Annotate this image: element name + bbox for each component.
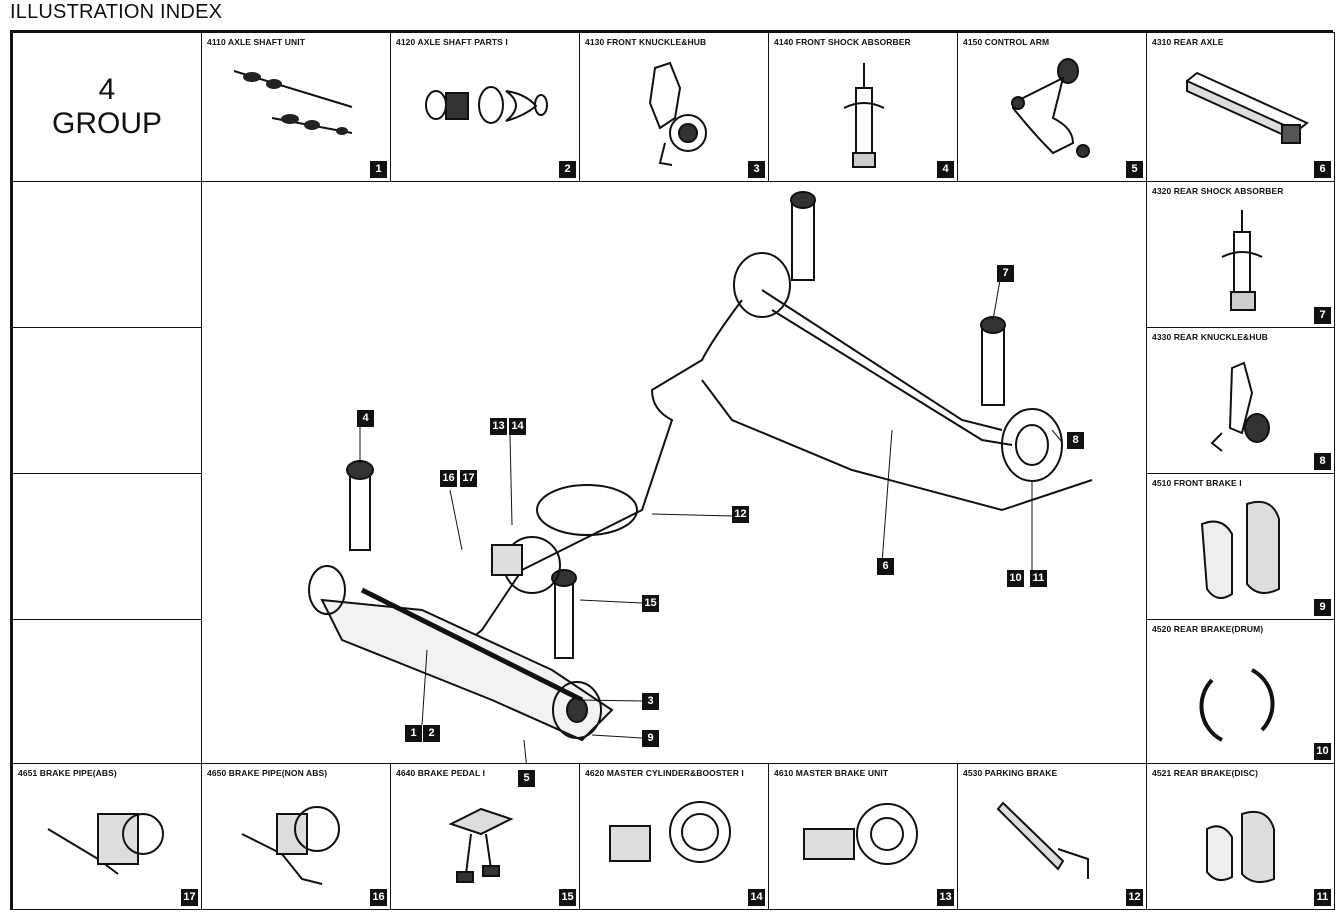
index-number-tag: 3	[748, 161, 765, 178]
cell-title: 4310 REAR AXLE	[1152, 37, 1224, 47]
chassis-illustration: 4 13 14 16 17 7 8 6 12 10 11 15 3 9 5 1 …	[202, 180, 1147, 787]
cell-title: 4110 AXLE SHAFT UNIT	[207, 37, 306, 47]
callout-rear-brake-drum[interactable]: 10	[1007, 570, 1024, 587]
index-number-tag: 6	[1314, 161, 1331, 178]
rear-shock-absorber-icon	[1221, 210, 1263, 311]
index-cell-front-brake[interactable]: 4510 FRONT BRAKE I 9	[1146, 473, 1335, 620]
index-cell-axle-shaft-parts[interactable]: 4120 AXLE SHAFT PARTS I 2	[390, 32, 580, 182]
callout-front-knuckle-hub[interactable]: 3	[642, 693, 659, 710]
callout-master-brake-unit[interactable]: 13	[490, 418, 507, 435]
index-number-tag: 2	[559, 161, 576, 178]
callout-axle-shaft-unit[interactable]: 1	[405, 725, 422, 742]
cell-title: 4150 CONTROL ARM	[963, 37, 1050, 47]
index-number-tag: 16	[370, 889, 387, 906]
index-number-tag: 17	[181, 889, 198, 906]
index-cell-parking-brake[interactable]: 4530 PARKING BRAKE 12	[957, 763, 1147, 910]
cell-title: 4640 BRAKE PEDAL I	[396, 768, 486, 778]
cell-title: 4120 AXLE SHAFT PARTS I	[396, 37, 508, 47]
index-frame: 4 GROUP 4110 AXLE SHAFT UNIT 1 4120 AXLE…	[10, 30, 1335, 910]
index-cell-master-cylinder-booster[interactable]: 4620 MASTER CYLINDER&BOOSTER I 14	[579, 763, 769, 910]
callout-control-arm[interactable]: 5	[518, 770, 535, 787]
rear-brake-disc-pads-icon	[1206, 810, 1275, 884]
control-arm-icon	[1011, 58, 1090, 158]
index-number-tag: 1	[370, 161, 387, 178]
parking-brake-icon	[996, 801, 1089, 879]
group-box: 4 GROUP	[12, 32, 202, 182]
cell-title: 4520 REAR BRAKE(DRUM)	[1152, 624, 1264, 634]
group-number: 4	[98, 73, 116, 106]
index-number-tag: 14	[748, 889, 765, 906]
callout-front-brake[interactable]: 9	[642, 730, 659, 747]
group-label: GROUP	[51, 107, 162, 140]
master-brake-unit-icon	[803, 803, 918, 865]
index-cell-rear-brake-drum[interactable]: 4520 REAR BRAKE(DRUM) 10	[1146, 619, 1335, 764]
brake-pipe-non-abs-icon	[241, 806, 340, 885]
cell-title: 4530 PARKING BRAKE	[963, 768, 1058, 778]
cell-title: 4510 FRONT BRAKE I	[1152, 478, 1242, 488]
callout-brake-pipe-abs[interactable]: 17	[460, 470, 477, 487]
index-cell-axle-shaft-unit[interactable]: 4110 AXLE SHAFT UNIT 1	[201, 32, 391, 182]
chassis-drawing	[308, 191, 1093, 764]
callout-master-cylinder-booster[interactable]: 14	[509, 418, 526, 435]
index-cell-brake-pedal[interactable]: 4640 BRAKE PEDAL I 15	[390, 763, 580, 910]
empty-cell	[12, 473, 202, 620]
index-number-tag: 7	[1314, 307, 1331, 324]
brake-pipe-abs-icon	[47, 813, 164, 875]
index-number-tag: 4	[937, 161, 954, 178]
rear-brake-drum-shoes-icon	[1199, 668, 1275, 742]
brake-pedal-icon	[448, 807, 514, 883]
index-cell-rear-brake-disc[interactable]: 4521 REAR BRAKE(DISC) 11	[1146, 763, 1335, 910]
index-cell-rear-shock-absorber[interactable]: 4320 REAR SHOCK ABSORBER 7	[1146, 181, 1335, 328]
callout-brake-pipe-non-abs[interactable]: 16	[440, 470, 457, 487]
cell-title: 4521 REAR BRAKE(DISC)	[1152, 768, 1259, 778]
empty-cell	[12, 619, 202, 764]
front-shock-absorber-icon	[843, 63, 885, 168]
callout-front-shock-absorber[interactable]: 4	[357, 410, 374, 427]
index-number-tag: 10	[1314, 743, 1331, 760]
index-number-tag: 15	[559, 889, 576, 906]
index-number-tag: 5	[1126, 161, 1143, 178]
front-knuckle-hub-icon	[648, 61, 707, 166]
index-number-tag: 12	[1126, 889, 1143, 906]
index-cell-front-shock-absorber[interactable]: 4140 FRONT SHOCK ABSORBER 4	[768, 32, 958, 182]
index-number-tag: 11	[1314, 889, 1331, 906]
empty-cell	[12, 327, 202, 474]
page-title: ILLUSTRATION INDEX	[10, 1, 223, 23]
index-cell-master-brake-unit[interactable]: 4610 MASTER BRAKE UNIT 13	[768, 763, 958, 910]
index-number-tag: 13	[937, 889, 954, 906]
cell-title: 4620 MASTER CYLINDER&BOOSTER I	[585, 768, 744, 778]
index-cell-brake-pipe-abs[interactable]: 4651 BRAKE PIPE(ABS) 17	[12, 763, 202, 910]
index-cell-control-arm[interactable]: 4150 CONTROL ARM 5	[957, 32, 1147, 182]
axle-shaft-parts-icon	[425, 86, 548, 124]
index-cell-rear-axle[interactable]: 4310 REAR AXLE 6	[1146, 32, 1335, 182]
rear-knuckle-hub-icon	[1210, 361, 1270, 452]
callout-rear-shock-absorber[interactable]: 7	[997, 265, 1014, 282]
index-cell-front-knuckle-hub[interactable]: 4130 FRONT KNUCKLE&HUB 3	[579, 32, 769, 182]
callout-rear-axle[interactable]: 6	[877, 558, 894, 575]
callout-brake-pedal[interactable]: 15	[642, 595, 659, 612]
cell-title: 4130 FRONT KNUCKLE&HUB	[585, 37, 707, 47]
axle-shaft-unit-icon	[233, 70, 353, 135]
cell-title: 4651 BRAKE PIPE(ABS)	[18, 768, 117, 778]
index-cell-rear-knuckle-hub[interactable]: 4330 REAR KNUCKLE&HUB 8	[1146, 327, 1335, 474]
empty-cell	[12, 181, 202, 328]
cell-title: 4650 BRAKE PIPE(NON ABS)	[207, 768, 328, 778]
cell-title: 4610 MASTER BRAKE UNIT	[774, 768, 889, 778]
index-cell-brake-pipe-non-abs[interactable]: 4650 BRAKE PIPE(NON ABS) 16	[201, 763, 391, 910]
index-number-tag: 8	[1314, 453, 1331, 470]
callout-rear-brake-disc[interactable]: 11	[1030, 570, 1047, 587]
callout-axle-shaft-parts[interactable]: 2	[423, 725, 440, 742]
cell-title: 4320 REAR SHOCK ABSORBER	[1152, 186, 1284, 196]
cell-title: 4330 REAR KNUCKLE&HUB	[1152, 332, 1268, 342]
master-cylinder-booster-icon	[609, 801, 731, 863]
front-brake-pads-icon	[1200, 500, 1280, 599]
callout-rear-knuckle-hub[interactable]: 8	[1067, 432, 1084, 449]
index-number-tag: 9	[1314, 599, 1331, 616]
cell-title: 4140 FRONT SHOCK ABSORBER	[774, 37, 911, 47]
rear-axle-icon	[1186, 71, 1309, 144]
callout-parking-brake[interactable]: 12	[732, 506, 749, 523]
